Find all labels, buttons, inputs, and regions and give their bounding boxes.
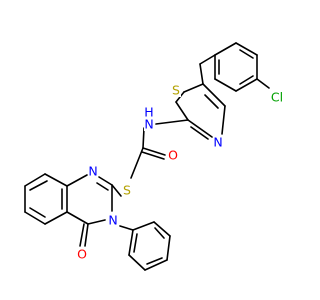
atom-label-background-s1 — [171, 83, 181, 97]
bond-43 — [119, 225, 134, 231]
bond-17 — [221, 105, 226, 135]
bond-2 — [235, 78, 258, 92]
atom-label-background-h — [144, 105, 154, 119]
bond-31 — [87, 219, 106, 225]
atom-label-background-cl — [269, 90, 285, 104]
bond-24 — [130, 147, 144, 179]
atom-label-nh: N — [144, 117, 153, 132]
atom-label-background-nh — [144, 117, 154, 131]
bond-49 — [128, 229, 134, 256]
double-bond-inner-23 — [141, 151, 165, 160]
double-bond-inner-16 — [190, 126, 209, 140]
bond-25 — [111, 184, 122, 197]
atom-label-s2: S — [123, 183, 131, 198]
bond-26 — [98, 176, 113, 186]
bond-36 — [24, 173, 46, 187]
bond-15 — [187, 119, 213, 138]
bond-22 — [142, 147, 166, 156]
bond-20 — [155, 119, 189, 125]
double-bond-inner-19 — [204, 94, 219, 109]
bond-10 — [199, 54, 216, 65]
double-bond-inner-50 — [154, 227, 165, 239]
atom-label-h: H — [144, 105, 153, 120]
double-bond-inner-27 — [96, 182, 109, 191]
bond-35 — [44, 173, 68, 187]
bond-14 — [175, 101, 189, 121]
atom-label-background-n_th — [213, 135, 223, 149]
bond-layer — [24, 42, 270, 271]
atom-label-background-o2 — [77, 247, 87, 261]
bond-0 — [235, 42, 258, 56]
bond-46 — [166, 235, 171, 261]
bond-12 — [183, 83, 204, 93]
bond-48 — [128, 254, 146, 271]
atom-label-n_th: N — [213, 135, 222, 150]
bond-18 — [202, 83, 226, 107]
atom-label-n1q: N — [88, 164, 97, 179]
bond-47 — [144, 259, 168, 271]
atom-label-n3q: N — [108, 213, 117, 228]
double-bond-inner-6 — [239, 49, 254, 59]
double-bond-inner-41 — [29, 207, 46, 218]
atom-label-s1: S — [172, 83, 180, 98]
bond-44 — [132, 221, 155, 231]
bond-3 — [214, 78, 237, 92]
bond-28 — [66, 174, 88, 187]
double-bond-inner-52 — [133, 233, 138, 253]
atom-label-background-s2 — [122, 183, 132, 197]
bond-21 — [142, 127, 145, 149]
double-bond-inner-40 — [29, 180, 48, 191]
bond-5 — [214, 42, 237, 56]
bond-9 — [256, 78, 270, 89]
bond-11 — [199, 63, 204, 85]
bond-45 — [153, 221, 171, 237]
atom-label-o2: O — [77, 247, 87, 262]
double-bond-inner-7 — [239, 75, 254, 85]
bond-33 — [84, 223, 89, 247]
double-bond-inner-51 — [146, 257, 163, 265]
bond-38 — [24, 211, 46, 225]
double-bond-inner-34 — [79, 223, 85, 247]
atom-label-background-o1 — [168, 148, 178, 162]
atom-label-o1: O — [168, 148, 178, 163]
bond-30 — [66, 211, 89, 225]
atom-label-background-n1q — [88, 164, 98, 178]
atom-label-background-n3q — [108, 213, 118, 227]
atom-label-cl: Cl — [271, 90, 283, 105]
bond-39 — [44, 211, 68, 225]
